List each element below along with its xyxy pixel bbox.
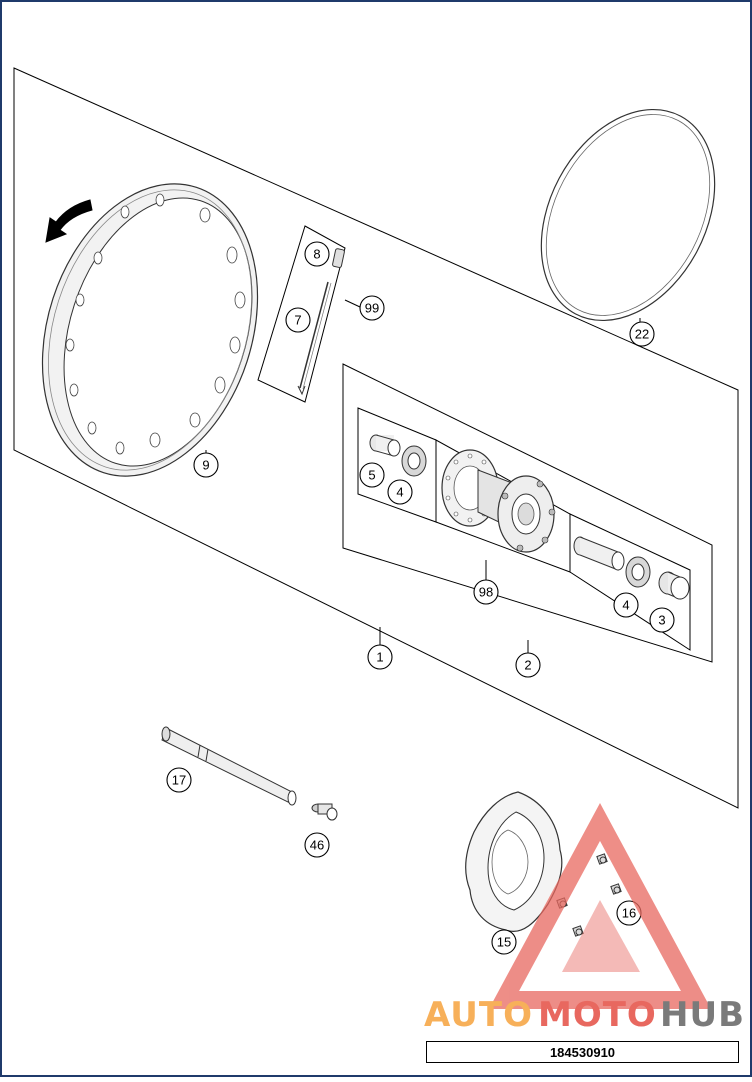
callout-4-left-label: 4 [396,485,403,500]
watermark-moto: MOTO [538,995,657,1035]
spoke-panel [257,225,346,403]
callout-5-label: 5 [368,468,375,483]
callout-22: 22 [629,321,655,347]
axle-bolt [311,803,338,821]
bearing-right [625,556,651,588]
callout-4-right: 4 [613,592,639,618]
leader-lines [205,299,641,653]
spoke-nipple [332,248,345,268]
axle [161,726,297,806]
spacer-tube-right [573,536,625,571]
automotohub-triangle-logo [488,803,712,1009]
watermark-hub: HUB [660,995,745,1035]
callout-22-label: 22 [635,327,649,342]
rim [41,183,259,477]
watermark-text: AUTO MOTO HUB [424,995,745,1035]
callout-17: 17 [166,767,192,793]
rotation-arrow-icon [45,199,93,243]
bearing-panel-right [569,513,691,651]
watermark-auto: AUTO [424,995,533,1035]
callout-7: 7 [285,307,311,333]
bearing-left [401,445,427,477]
callout-99: 99 [359,295,385,321]
reference-number-box: 184530910 [426,1041,739,1063]
callout-1-label: 1 [376,650,383,665]
callout-5: 5 [359,462,385,488]
callout-7-label: 7 [294,313,301,328]
callout-8-label: 8 [313,247,320,262]
spacer-left [369,434,401,457]
callout-2-label: 2 [524,658,531,673]
callout-8: 8 [304,241,330,267]
callout-99-label: 99 [365,301,379,316]
callout-17-label: 17 [172,773,186,788]
spacer-right [658,571,690,600]
rim-tape [540,108,716,322]
wheel-assembly-panel [13,67,739,809]
reference-number: 184530910 [549,1044,616,1060]
callout-46-label: 46 [310,838,324,853]
callout-4-right-label: 4 [622,598,629,613]
callout-3-label: 3 [658,613,665,628]
hub [441,449,556,553]
callout-3: 3 [649,607,675,633]
callout-98: 98 [473,579,499,605]
callout-4-left: 4 [387,479,413,505]
callout-2: 2 [515,652,541,678]
callout-15: 15 [491,929,517,955]
callout-98-label: 98 [479,585,493,600]
callout-46: 46 [304,832,330,858]
callout-9-label: 9 [202,458,209,473]
brake-disc [465,791,563,932]
callout-1: 1 [367,644,393,670]
callout-9: 9 [193,452,219,478]
callout-16-label: 16 [622,906,636,921]
callout-15-label: 15 [497,935,511,950]
hub-assembly-panel [342,363,713,663]
spoke [297,281,332,396]
